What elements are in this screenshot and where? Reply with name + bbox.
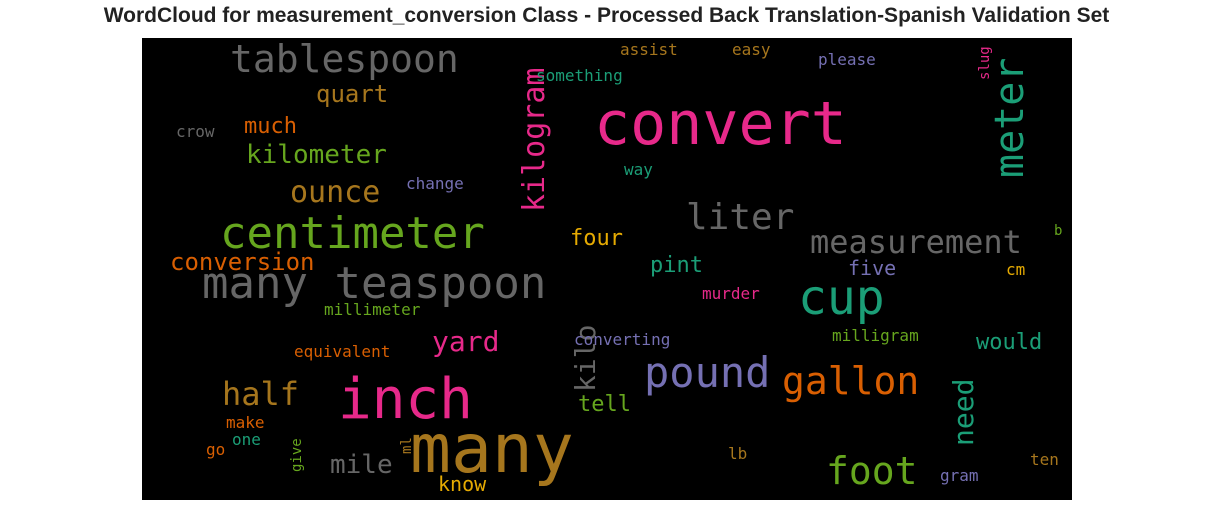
word-give: give	[289, 438, 305, 472]
word-four: four	[570, 226, 623, 251]
word-something: something	[536, 66, 623, 85]
word-foot: foot	[826, 449, 918, 493]
word-gallon: gallon	[782, 359, 920, 403]
word-easy: easy	[732, 40, 771, 59]
word-ten: ten	[1030, 450, 1059, 469]
chart-title: WordCloud for measurement_conversion Cla…	[103, 4, 1110, 27]
word-inch: inch	[338, 367, 473, 432]
word-milligram: milligram	[832, 326, 919, 345]
word-meter: meter	[987, 57, 1033, 178]
word-conversion: conversion	[170, 248, 315, 276]
word-pound: pound	[644, 348, 771, 397]
word-one: one	[232, 430, 261, 449]
word-millimeter: millimeter	[324, 300, 421, 319]
word-kilometer: kilometer	[246, 140, 387, 170]
word-b: b	[1054, 223, 1063, 239]
word-converting: converting	[574, 330, 671, 349]
word-yard: yard	[432, 325, 500, 358]
word-many: many	[410, 410, 574, 489]
word-would: would	[976, 330, 1043, 355]
word-go: go	[206, 440, 226, 459]
word-ounce: ounce	[290, 175, 381, 210]
word-cm: cm	[1006, 260, 1026, 279]
word-equivalent: equivalent	[294, 342, 391, 361]
word-quart: quart	[316, 80, 389, 108]
word-cup: cup	[798, 270, 885, 326]
word-crow: crow	[176, 122, 215, 141]
word-mile: mile	[330, 450, 393, 480]
word-slug: slug	[977, 46, 993, 80]
word-convert: convert	[594, 89, 847, 159]
word-gram: gram	[940, 466, 979, 485]
word-five: five	[848, 256, 897, 280]
word-centimeter: centimeter	[220, 208, 485, 259]
word-need: need	[947, 378, 980, 446]
word-much: much	[244, 114, 297, 139]
word-please: please	[818, 50, 876, 69]
word-kilogram: kilogram	[517, 67, 552, 213]
word-lb: lb	[728, 444, 748, 463]
word-murder: murder	[702, 284, 760, 303]
word-make: make	[226, 413, 265, 432]
word-liter: liter	[686, 197, 795, 238]
word-pint: pint	[650, 253, 703, 278]
word-change: change	[406, 174, 464, 193]
word-tell: tell	[578, 392, 631, 417]
word-know: know	[438, 472, 487, 496]
word-many-teaspoon: many teaspoon	[202, 258, 547, 309]
word-way: way	[624, 160, 653, 179]
word-assist: assist	[620, 40, 678, 59]
word-half: half	[222, 375, 300, 413]
word-ml: ml	[399, 437, 415, 454]
word-tablespoon: tablespoon	[230, 38, 459, 81]
word-measurement: measurement	[810, 223, 1022, 261]
